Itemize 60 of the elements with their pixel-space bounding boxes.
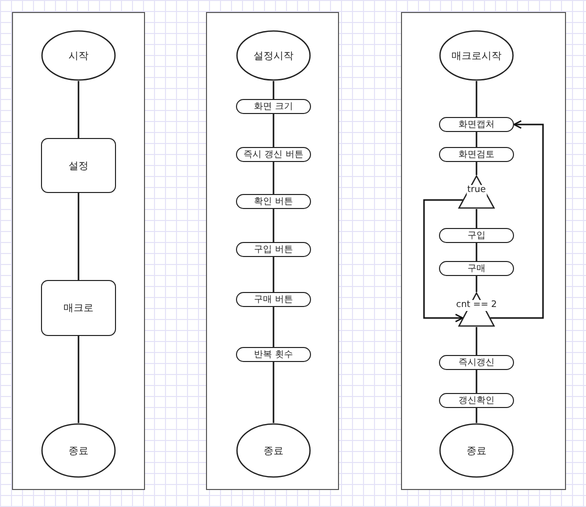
- step-pill: [236, 347, 311, 362]
- step-label: 확인 버튼: [254, 196, 293, 208]
- step-label: 종료: [262, 444, 284, 458]
- arrow: [490, 120, 544, 319]
- step-label: 종료: [68, 444, 90, 458]
- step-label: 매크로시작: [450, 50, 502, 62]
- arrow: [423, 199, 464, 322]
- step-label: 종료: [466, 444, 488, 458]
- step-pill: [439, 261, 514, 276]
- step-label: 구입: [468, 230, 486, 242]
- step-pill: [236, 194, 311, 209]
- step-label: 즉시 갱신 버튼: [244, 149, 304, 161]
- connector-line: [272, 81, 274, 99]
- step-label: 설정시작: [252, 50, 294, 62]
- step-pill: [236, 292, 311, 307]
- step-pill: [236, 242, 311, 257]
- connector-line: [476, 243, 478, 261]
- step-pill: [236, 99, 311, 114]
- step-label: 즉시갱신: [458, 357, 494, 369]
- connector-line: [476, 132, 478, 147]
- condition-label: true: [466, 185, 487, 196]
- step-label: 매크로: [64, 302, 94, 315]
- step-pill: [439, 355, 514, 370]
- panel-frame: [401, 12, 566, 490]
- panel-frame: [12, 12, 145, 490]
- step-pill: [439, 117, 514, 132]
- connector-line: [78, 193, 80, 280]
- connector-line: [272, 209, 274, 242]
- step-label: 시작: [68, 50, 90, 62]
- connector-line: [272, 257, 274, 292]
- step-pill: [439, 393, 514, 408]
- step-pill: [236, 147, 311, 162]
- panel-frame: [206, 12, 339, 490]
- step-label: 화면캡처: [458, 119, 494, 131]
- connector-line: [476, 81, 478, 117]
- connector-line: [476, 408, 478, 423]
- connector-line: [476, 276, 478, 292]
- condition-label: cnt == 2: [455, 300, 498, 311]
- connector-line: [272, 114, 274, 147]
- connector-line: [78, 81, 80, 138]
- step-label: 설정: [68, 160, 88, 172]
- step-label: 갱신확인: [458, 395, 494, 407]
- step-pill: [439, 228, 514, 243]
- step-label: 구입 버튼: [254, 244, 293, 256]
- process-box: [41, 138, 116, 193]
- connector-line: [272, 307, 274, 347]
- step-label: 화면 크기: [254, 101, 293, 113]
- process-box: [41, 280, 116, 336]
- connector-line: [476, 370, 478, 393]
- step-label: 구매: [468, 263, 486, 275]
- step-label: 반복 횟수: [254, 349, 293, 361]
- connector-line: [78, 336, 80, 423]
- connector-line: [476, 327, 478, 355]
- step-pill: [439, 147, 514, 162]
- connector-line: [272, 362, 274, 423]
- connector-line: [476, 209, 478, 228]
- connector-line: [476, 162, 478, 175]
- step-label: 구매 버튼: [254, 294, 293, 306]
- connector-line: [272, 162, 274, 194]
- step-label: 화면검토: [458, 149, 494, 161]
